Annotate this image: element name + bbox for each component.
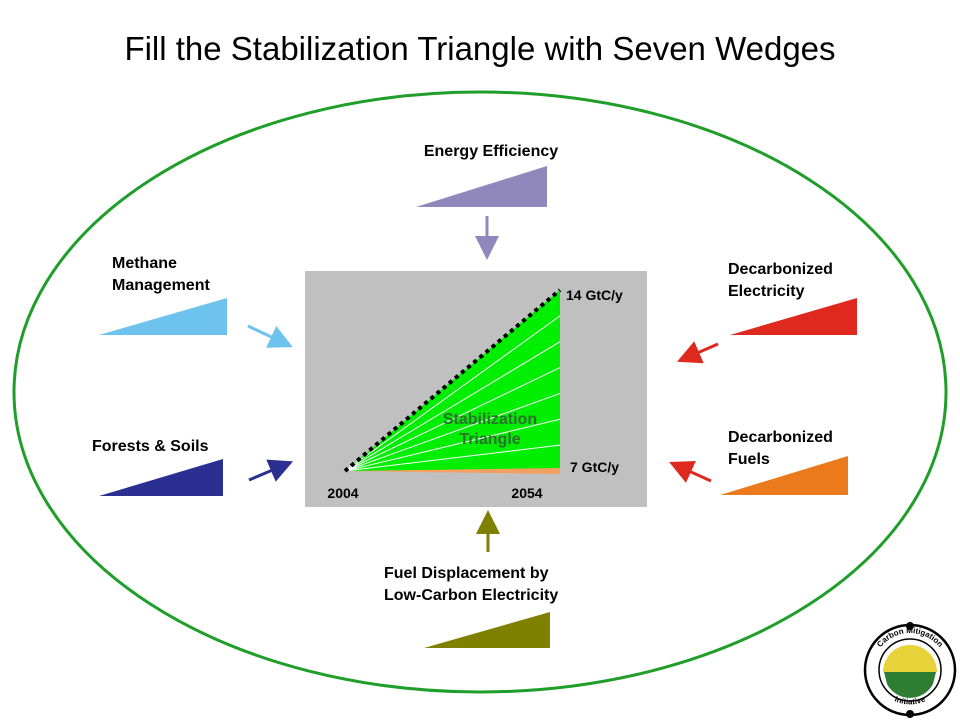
wedge-decarbonized-fuels: Decarbonized Fuels <box>669 429 848 495</box>
wedge-divider-line <box>344 444 561 472</box>
triangle-label-line2: Triangle <box>459 431 520 448</box>
energy-efficiency-wedge <box>416 166 547 207</box>
forests-soils-label: Forests & Soils <box>92 438 209 455</box>
boundary-ellipse <box>12 90 948 694</box>
energy-efficiency-label: Energy Efficiency <box>424 143 558 160</box>
methane-label-line1: Methane <box>112 255 177 272</box>
triangle-base <box>345 468 560 474</box>
end-year-label: 2054 <box>511 485 542 501</box>
logo-sun <box>883 645 937 672</box>
triangle-hypotenuse <box>343 288 562 473</box>
fuel-displacement-label-line2: Low-Carbon Electricity <box>384 587 558 604</box>
decarb-electricity-arrow <box>676 341 719 364</box>
fuel-displacement-wedge <box>424 612 550 648</box>
logo-ground <box>884 672 936 698</box>
page-title: Fill the Stabilization Triangle with Sev… <box>124 30 835 67</box>
logo-dot-bottom <box>906 710 914 718</box>
wedge-divider-line <box>344 367 561 472</box>
wedge-divider-line <box>344 341 561 472</box>
decarb-fuels-label-line1: Decarbonized <box>728 429 833 446</box>
triangle-label-line1: Stabilization <box>443 411 537 428</box>
forests-soils-wedge <box>99 459 223 496</box>
wedge-divider-line <box>344 418 561 472</box>
methane-arrow <box>247 324 293 348</box>
wedge-decarbonized-electricity: Decarbonized Electricity <box>676 261 857 364</box>
methane-label-line2: Management <box>112 277 210 294</box>
cmi-logo: Carbon Mitigation Initiative <box>863 622 957 718</box>
bottom-value-label: 7 GtC/y <box>570 459 619 475</box>
decarb-electricity-wedge <box>730 298 857 335</box>
decarb-fuels-arrow <box>669 461 712 483</box>
wedge-methane-management: Methane Management <box>99 255 293 348</box>
fuel-displacement-label-line1: Fuel Displacement by <box>384 565 549 582</box>
logo-text-bottom: Initiative <box>893 694 927 706</box>
wedge-fuel-displacement: Fuel Displacement by Low-Carbon Electric… <box>384 510 558 648</box>
wedge-forests-soils: Forests & Soils <box>92 438 294 496</box>
decarb-fuels-wedge <box>720 456 848 495</box>
decarb-electricity-label-line1: Decarbonized <box>728 261 833 278</box>
decarb-electricity-label-line2: Electricity <box>728 283 805 300</box>
wedge-energy-efficiency: Energy Efficiency <box>416 143 558 260</box>
decarb-fuels-label-line2: Fuels <box>728 451 770 468</box>
start-year-label: 2004 <box>327 485 358 501</box>
wedge-divider-lines <box>344 315 561 472</box>
methane-wedge <box>99 298 227 335</box>
top-value-label: 14 GtC/y <box>566 287 623 303</box>
logo-dot-top <box>906 622 914 630</box>
wedge-divider-line <box>344 392 561 472</box>
wedge-divider-line <box>344 315 561 472</box>
stabilization-triangle <box>343 288 562 474</box>
forests-soils-arrow <box>248 459 294 482</box>
